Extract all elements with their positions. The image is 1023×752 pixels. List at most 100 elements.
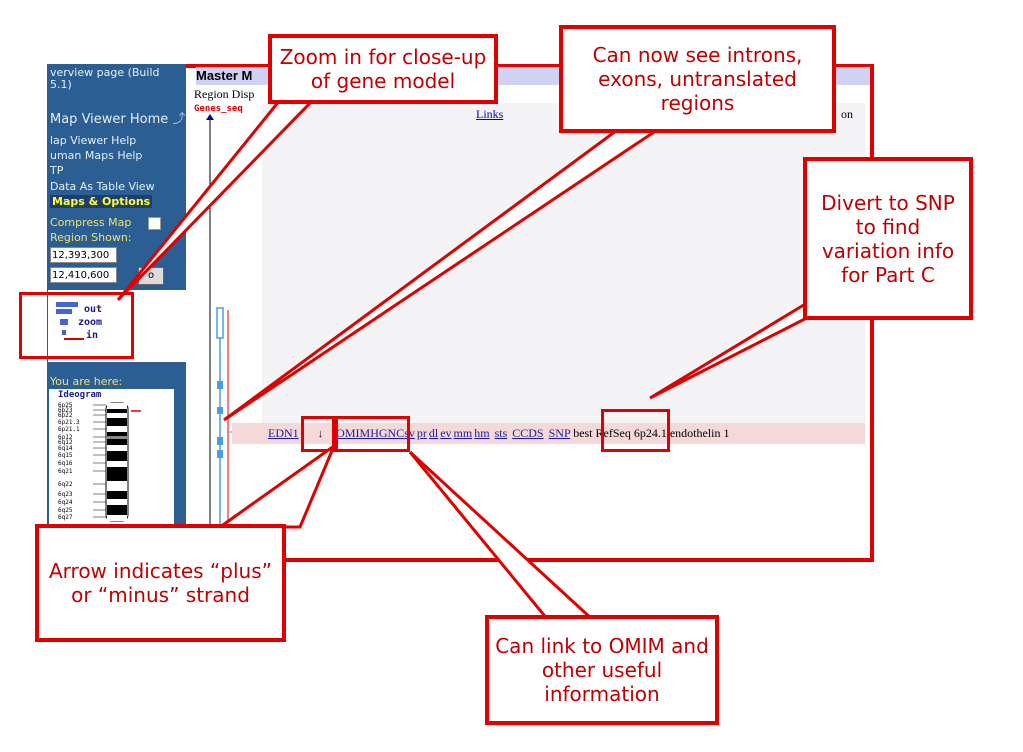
compress-map-label: Compress Map: [50, 216, 132, 229]
zoom-small-bar-icon[interactable]: [62, 330, 66, 335]
ideogram-band-label: 6p23: [58, 407, 73, 414]
exon-block-3[interactable]: [217, 437, 223, 445]
map-viewer-help-link[interactable]: lap Viewer Help: [50, 134, 137, 147]
zoom-bar-icon[interactable]: [56, 309, 72, 314]
chromosome-band: [107, 409, 127, 413]
gene-link-dl[interactable]: dl: [428, 426, 439, 440]
gene-link-hgnc[interactable]: HGNC: [370, 426, 405, 440]
gene-symbol-link[interactable]: EDN1: [268, 426, 299, 440]
chromosome-band: [107, 445, 127, 451]
callout-snp: Divert to SNP to find variation info for…: [803, 157, 973, 320]
overview-link-build[interactable]: 5.1): [50, 78, 72, 91]
ideogram-band-label: 6q12: [58, 439, 73, 446]
chromosome-band: [107, 436, 127, 439]
gene-link-sts[interactable]: sts: [494, 426, 508, 440]
chromosome-band: [107, 403, 127, 409]
you-are-here-label: You are here:: [50, 375, 123, 388]
ideogram-band-label: 6q25: [58, 507, 73, 514]
ftp-link[interactable]: TP: [50, 164, 64, 177]
exon-block-1[interactable]: [217, 381, 223, 389]
column-header-links[interactable]: Links: [476, 107, 504, 121]
data-as-table-link[interactable]: Data As Table View: [50, 180, 155, 193]
exon-block-2[interactable]: [217, 407, 223, 414]
ideogram-band-label: 6p22: [58, 412, 73, 419]
ideogram-band-label: 6q16: [58, 460, 73, 467]
chromosome-band: [107, 481, 127, 491]
best-label: best: [573, 426, 593, 440]
gene-link-snp[interactable]: SNP: [548, 426, 571, 440]
zoom-mid-bar-icon[interactable]: [60, 319, 68, 325]
gene-link-ccds[interactable]: CCDS: [512, 426, 544, 440]
chromosome-band: [107, 461, 127, 467]
gene-table-panel: [262, 103, 865, 423]
chromosome-band: [107, 418, 127, 426]
cytoband-label: 6p24.1: [633, 426, 667, 440]
chromosome-ideogram: [93, 402, 141, 522]
gene-description: endothelin 1: [669, 426, 730, 440]
region-displayed-label: Region Disp: [194, 87, 255, 101]
chromosome-band: [107, 515, 127, 521]
overview-link[interactable]: verview page (Build: [50, 66, 160, 79]
zoom-highlight-box: [19, 292, 134, 359]
callout-strand: Arrow indicates “plus” or “minus” strand: [35, 524, 286, 642]
page-title: Master M: [196, 68, 253, 83]
human-maps-help-link[interactable]: uman Maps Help: [50, 149, 143, 162]
gene-link-mm[interactable]: mm: [453, 426, 473, 440]
region-shown-label: Region Shown:: [50, 231, 132, 244]
chromosome-band: [107, 491, 127, 499]
callout-zoom: Zoom in for close-up of gene model: [268, 34, 498, 104]
column-header-description: on: [841, 107, 853, 121]
zoom-in-button[interactable]: in: [86, 330, 99, 341]
chromosome-band: [107, 467, 127, 481]
chromosome-band: [107, 439, 127, 445]
zoom-label: zoom: [78, 317, 103, 328]
ideogram-band-label: 6q22: [58, 481, 73, 488]
callout-omim: Can link to OMIM and other useful inform…: [485, 615, 719, 725]
chromosome-band: [107, 505, 127, 515]
maps-options-link[interactable]: Maps & Options: [50, 195, 153, 208]
gene-link-ev[interactable]: ev: [440, 426, 452, 440]
ideogram-band-label: 6q15: [58, 452, 73, 459]
chromosome-band: [107, 432, 127, 436]
refseq-label: RefSeq: [595, 426, 631, 440]
callout-introns: Can now see introns, exons, untranslated…: [559, 25, 836, 133]
ideogram-band-label: 6q23: [58, 491, 73, 498]
column-header-symbol: Sym: [268, 107, 291, 121]
map-viewer-home-label: Map Viewer Home: [50, 112, 169, 127]
gene-link-pr[interactable]: pr: [416, 426, 427, 440]
ideogram-band-label: 6p21.3: [58, 419, 80, 426]
gene-link-omim[interactable]: OMIM: [336, 426, 371, 440]
ideogram-band-label: 6q14: [58, 445, 73, 452]
gene-map-track: [206, 114, 262, 530]
chromosome-band: [107, 426, 127, 432]
zoom-out-button[interactable]: out: [84, 304, 103, 315]
zoom-widget: out zoom in: [48, 290, 186, 362]
ideogram-band-label: 6q21: [58, 468, 73, 475]
snp-highlight-box: [601, 409, 670, 452]
chromosome-band: [107, 413, 127, 418]
utr-block[interactable]: [216, 307, 224, 339]
strand-arrow-icon: ↓: [317, 428, 324, 440]
ideogram-band-label: 6p21.1: [58, 426, 80, 433]
chromosome-band: [107, 499, 127, 505]
region-end-input[interactable]: 12,410,600: [50, 267, 117, 283]
map-viewer-home-link[interactable]: Map Viewer Home ⤴: [50, 108, 185, 127]
track-up-arrow-icon: [206, 114, 214, 120]
ideogram-band-label: 6p25: [58, 402, 73, 409]
ideogram-band-label: 6q24: [58, 499, 73, 506]
ideogram-band-label: 6q27: [58, 514, 73, 521]
chromosome-band: [107, 451, 127, 461]
zoom-marker-icon: [64, 338, 84, 340]
refresh-arrow-icon: ⤴: [172, 112, 186, 127]
go-button[interactable]: o: [138, 267, 164, 285]
gene-link-hm[interactable]: hm: [474, 426, 490, 440]
zoom-out-bar-icon[interactable]: [56, 302, 78, 307]
compress-map-checkbox[interactable]: [148, 217, 161, 230]
region-start-input[interactable]: 12,393,300: [50, 247, 117, 263]
ideogram-title: Ideogram: [58, 390, 102, 400]
strand-highlight-box: [301, 416, 335, 452]
exon-block-4[interactable]: [217, 450, 223, 458]
